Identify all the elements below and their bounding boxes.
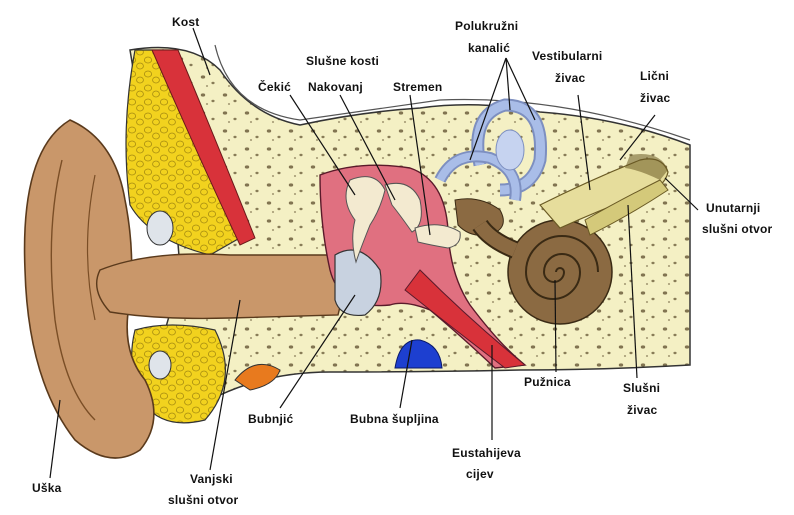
label-slusni-line2: živac (627, 403, 657, 417)
label-vestibularni-line1: Vestibularni (532, 49, 602, 63)
label-uska: Uška (32, 481, 62, 495)
label-eustahijeva-line2: cijev (466, 467, 494, 481)
label-licni-line2: živac (640, 91, 670, 105)
label-unutarnji-line1: Unutarnji (706, 201, 760, 215)
label-vanjski-line2: slušni otvor (168, 493, 239, 507)
label-slusni-line1: Slušni (623, 381, 660, 395)
label-cekic: Čekić (258, 79, 291, 94)
label-nakovanj: Nakovanj (308, 80, 363, 94)
label-vestibularni-line2: živac (555, 71, 585, 85)
cavity-lower (149, 351, 171, 379)
label-unutarnji-line2: slušni otvor (702, 222, 773, 236)
label-kost: Kost (172, 15, 199, 29)
label-bubna-supljina: Bubna šupljina (350, 412, 439, 426)
label-slusne-kosti: Slušne kosti (306, 54, 379, 68)
label-bubnjic: Bubnjić (248, 412, 294, 426)
label-polukruzni-line1: Polukružni (455, 19, 518, 33)
ear-canal (97, 254, 341, 318)
label-vanjski-line1: Vanjski (190, 472, 233, 486)
label-licni-line1: Lični (640, 69, 669, 83)
label-eustahijeva-line1: Eustahijeva (452, 446, 521, 460)
label-puznica: Pužnica (524, 375, 571, 389)
cavity-upper (147, 211, 173, 245)
label-polukruzni-line2: kanalić (468, 41, 510, 55)
label-stremen: Stremen (393, 80, 442, 94)
